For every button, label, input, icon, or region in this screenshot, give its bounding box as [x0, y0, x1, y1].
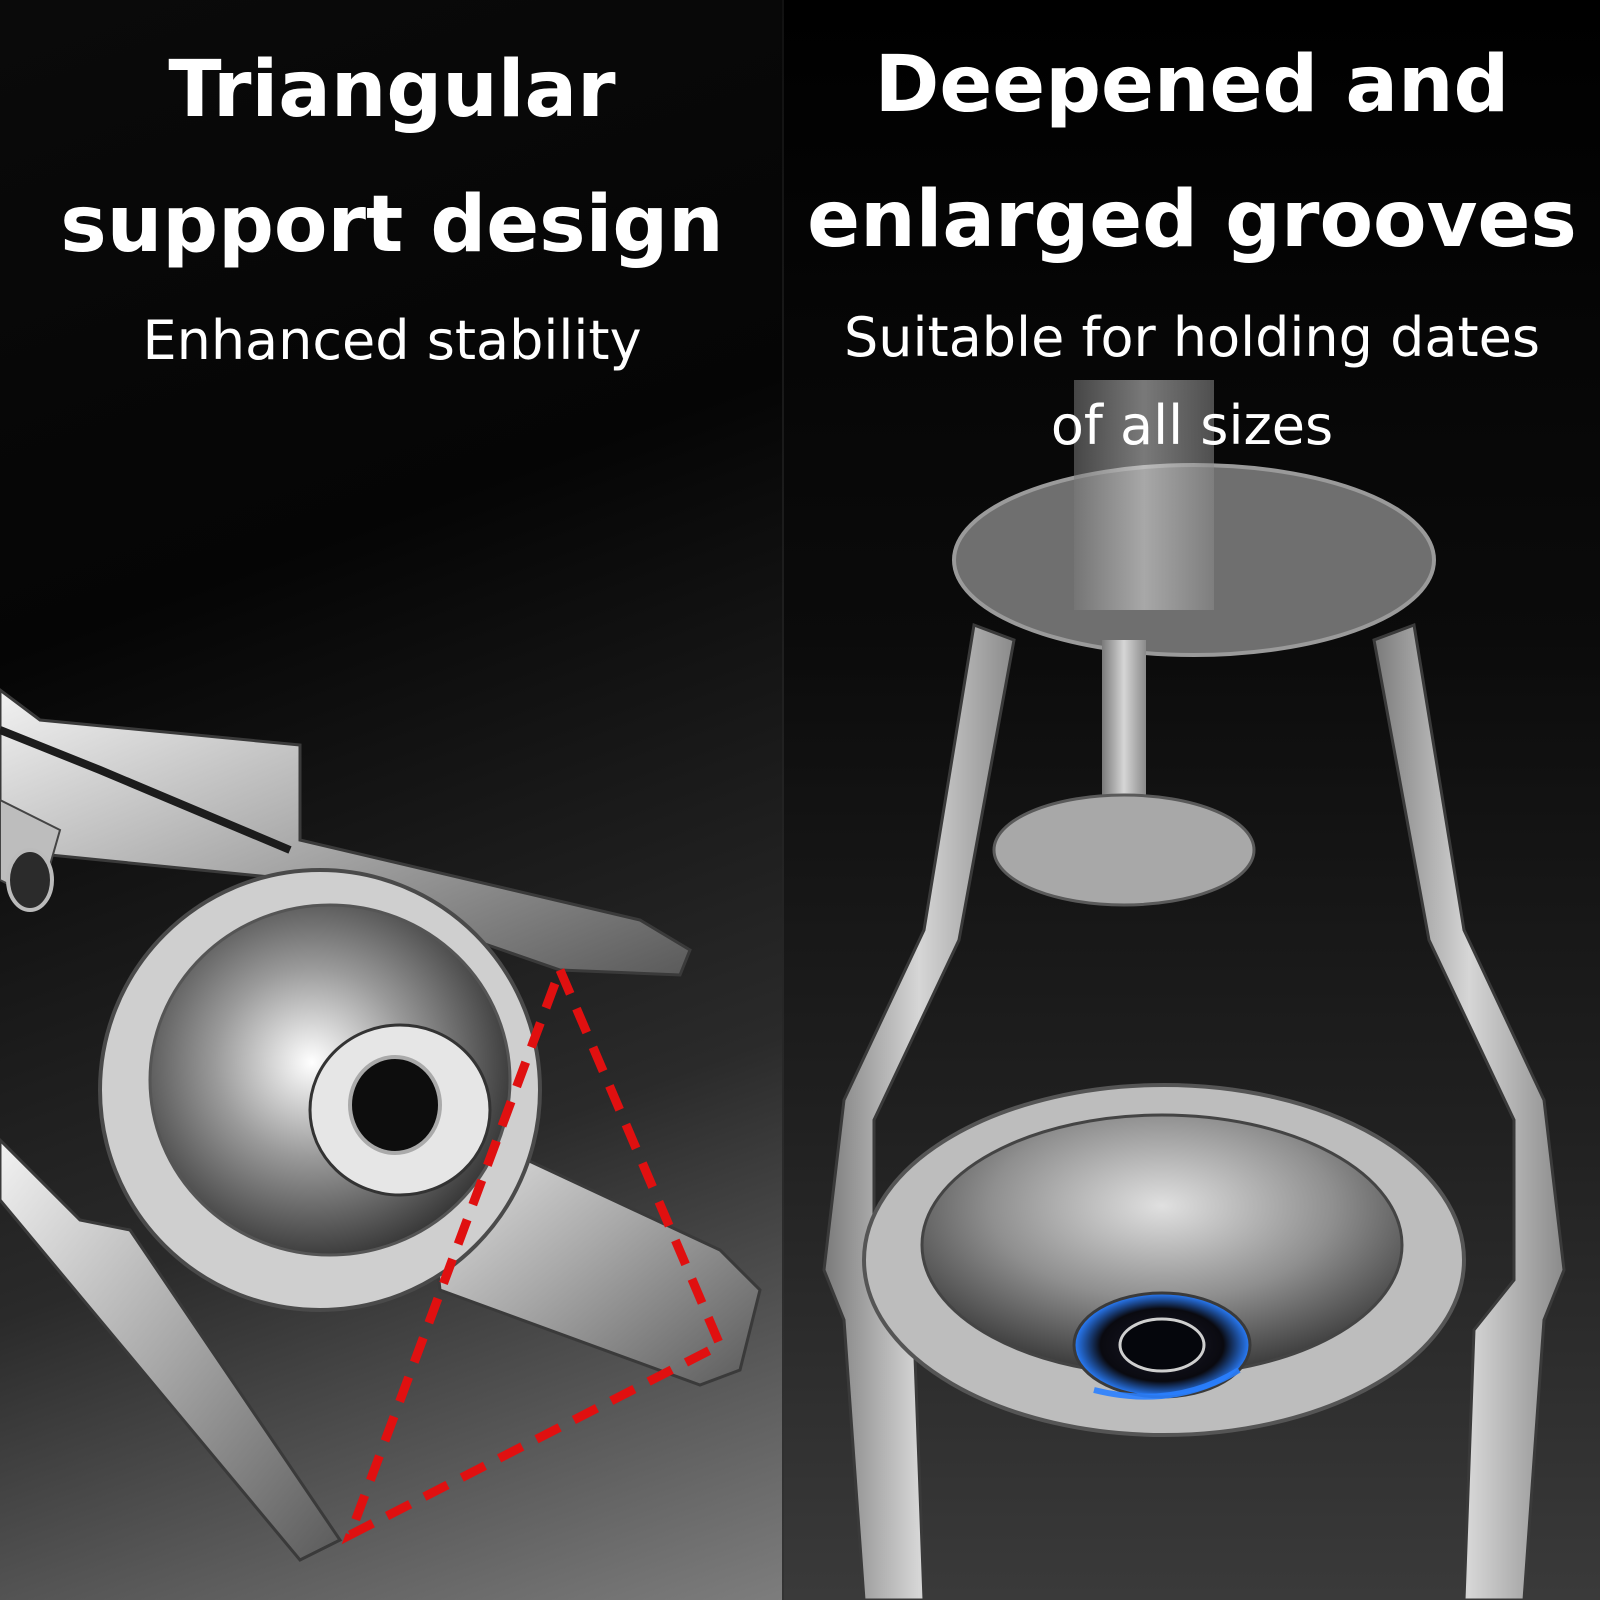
left-subheading: Enhanced stability [142, 309, 642, 372]
date-pitter-side-view-icon [0, 688, 762, 1562]
left-heading-line2: support design [60, 180, 724, 270]
left-heading-line1: Triangular [168, 45, 616, 135]
right-heading-line2: enlarged grooves [807, 175, 1577, 265]
right-subheading-line1: Suitable for holding dates [844, 306, 1540, 369]
right-subheading-line2: of all sizes [1050, 394, 1334, 457]
date-pitter-front-view-icon [822, 380, 1566, 1600]
left-feature-panel: Triangular support design Enhanced stabi… [0, 0, 784, 1600]
right-heading-line1: Deepened and [874, 40, 1510, 130]
right-feature-panel: Deepened and enlarged grooves Suitable f… [784, 0, 1600, 1600]
